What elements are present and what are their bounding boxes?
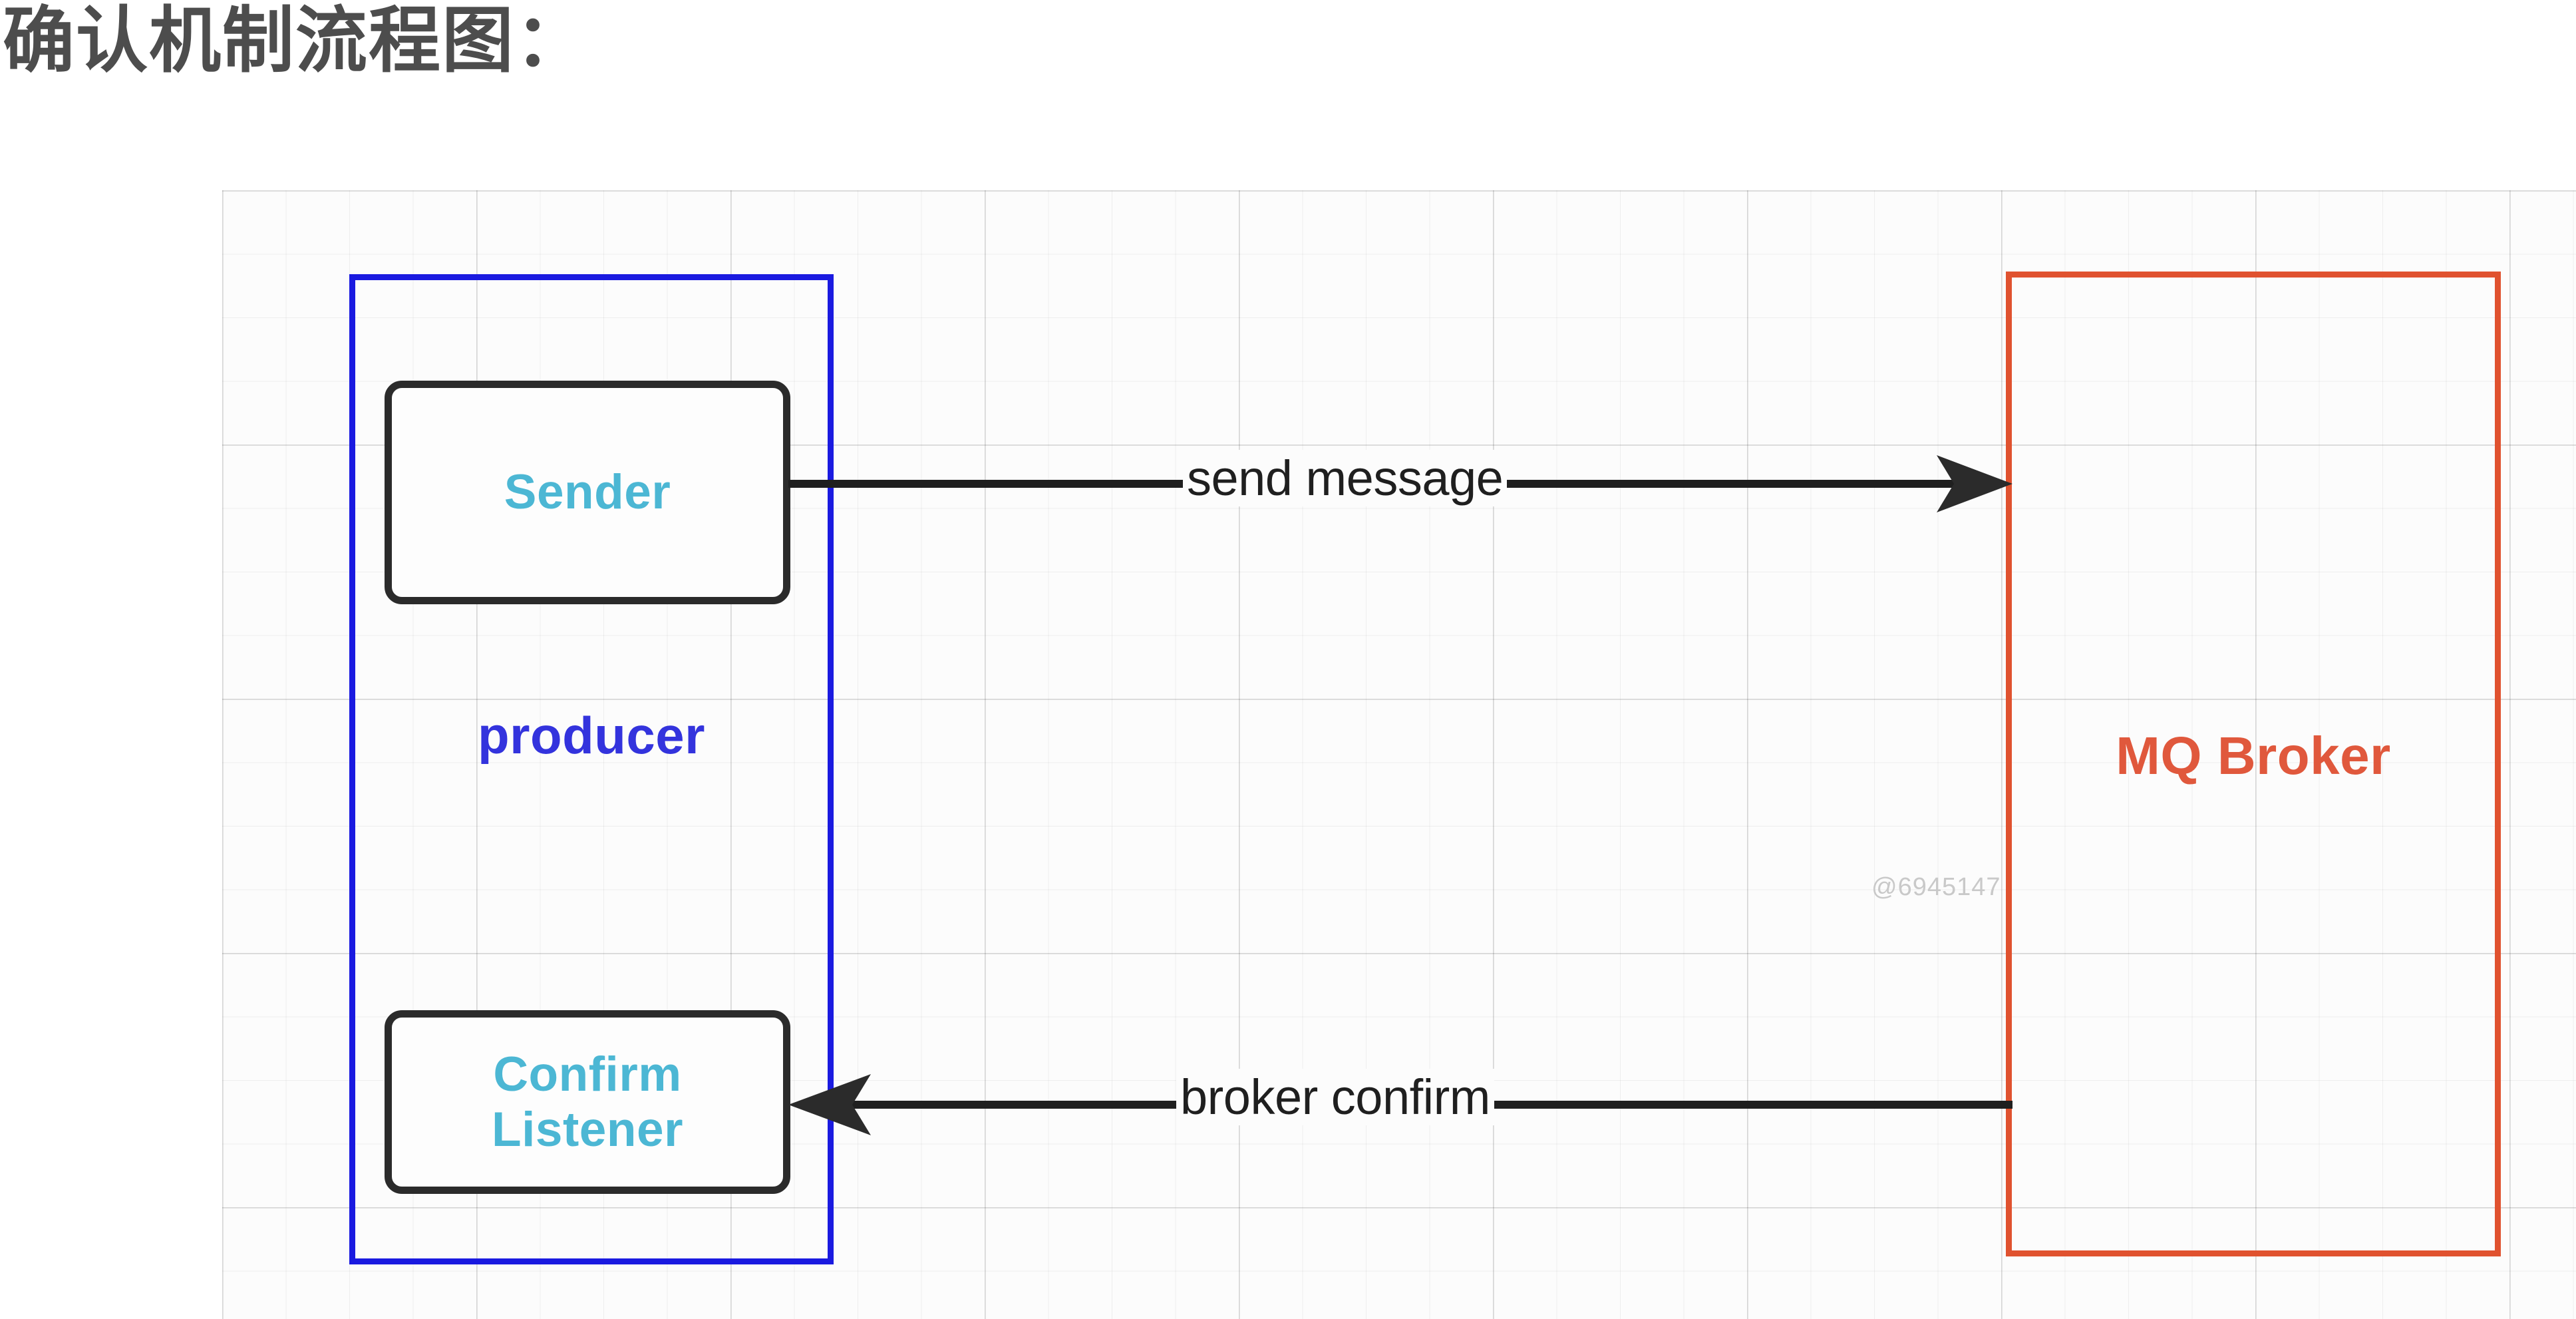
producer-label: producer — [477, 706, 706, 765]
page-title: 确认机制流程图： — [3, 0, 589, 81]
confirm-listener-label-line1: Confirm — [493, 1047, 682, 1101]
producer-container[interactable] — [349, 274, 834, 1264]
confirm-listener-label: Confirm Listener — [492, 1047, 683, 1157]
mq-broker-label: MQ Broker — [2116, 726, 2391, 785]
confirm-listener-node[interactable]: Confirm Listener — [385, 1010, 790, 1194]
sender-label: Sender — [504, 465, 671, 520]
sender-node[interactable]: Sender — [385, 381, 790, 604]
broker-confirm-label: broker confirm — [1176, 1069, 1494, 1125]
confirm-listener-label-line2: Listener — [492, 1103, 683, 1157]
mq-broker-node[interactable] — [2006, 272, 2501, 1256]
watermark: @6945147 — [1871, 873, 2001, 901]
send-message-label: send message — [1183, 450, 1508, 506]
